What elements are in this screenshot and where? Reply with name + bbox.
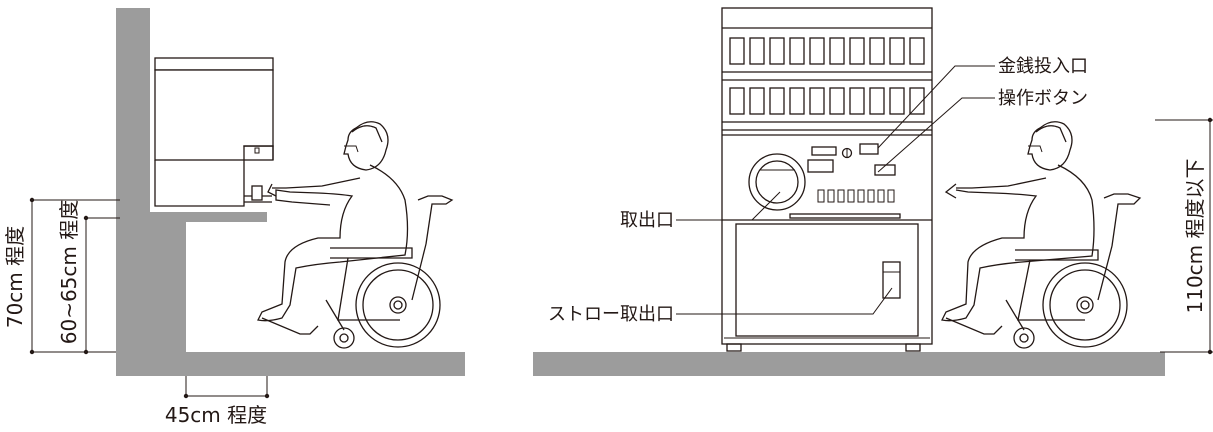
buttons-label: 操作ボタン [998,88,1088,109]
wheelchair-user-right [941,121,1142,349]
front-view-diagram: 金銭投入口 操作ボタン 取出口 ストロー取出口 [533,7,1213,376]
sample-display-window [769,87,785,115]
selection-button [867,189,875,203]
sample-display-window [749,37,765,65]
sample-display-window [889,37,905,65]
sample-display-window [909,37,925,65]
sample-display-window [749,87,765,115]
selection-button [817,189,825,203]
dim-45cm-label: 45cm 程度 [165,403,267,427]
dispenser-machine-side [154,57,274,207]
dimension-line-right [1155,117,1213,355]
sample-display-window [849,37,865,65]
sample-display-window [729,87,745,115]
sample-display-window [889,87,905,115]
dim-70cm-label: 70cm 程度 [3,226,27,328]
leader-lines [676,65,995,315]
sample-display-window [869,37,885,65]
dim-60-65cm-label: 60~65cm 程度 [57,200,81,345]
sample-display-window [729,37,745,65]
coin-slot-label: 金銭投入口 [998,56,1088,77]
floor-right [533,352,1165,376]
selection-button [827,189,835,203]
cup-outlet-label: 取出口 [620,210,674,231]
sample-display-window [809,37,825,65]
dimension-lines-left [29,197,270,399]
sample-display-window [789,87,805,115]
selection-button [857,189,865,203]
sample-display-window [789,37,805,65]
side-view-diagram: 70cm 程度 60~65cm 程度 45cm 程度 [3,8,465,427]
dim-110cm-label: 110cm 程度以下 [1183,158,1207,313]
sample-display-window [869,87,885,115]
wheelchair-user-left [257,121,454,349]
sample-display-window [909,87,925,115]
selection-button [877,189,885,203]
selection-button [847,189,855,203]
straw-outlet-label: ストロー取出口 [548,304,674,325]
sample-display-window [849,87,865,115]
selection-button [887,189,895,203]
vending-machine-front [721,7,933,352]
sample-display-window [829,37,845,65]
sample-display-window [809,87,825,115]
wall-counter-floor [116,8,465,376]
sample-display-window [769,37,785,65]
sample-display-window [829,87,845,115]
selection-button [837,189,845,203]
